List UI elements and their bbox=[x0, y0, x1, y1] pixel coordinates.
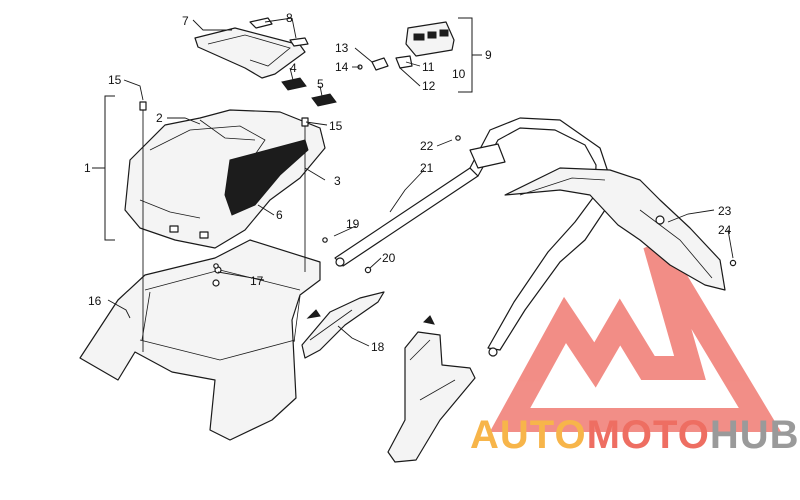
callout-21: 21 bbox=[420, 161, 434, 175]
callout-1: 1 bbox=[84, 161, 91, 175]
svg-text:AUTOMOTOHUB: AUTOMOTOHUB bbox=[470, 413, 800, 457]
callout-15-right: 15 bbox=[329, 119, 343, 133]
grab-bar-tube bbox=[334, 117, 611, 357]
watermark-hub: HUB bbox=[710, 413, 800, 457]
callout-17: 17 bbox=[250, 274, 264, 288]
seat-cover-part bbox=[124, 109, 326, 249]
callout-24: 24 bbox=[718, 223, 732, 237]
watermark-text: AUTOMOTOHUB bbox=[470, 413, 800, 457]
side-panel-part bbox=[387, 315, 476, 463]
hardware-fasteners bbox=[213, 135, 737, 274]
pads-parts bbox=[281, 77, 337, 107]
callout-5: 5 bbox=[317, 77, 324, 91]
rear-fender-part bbox=[504, 167, 726, 291]
callout-14: 14 bbox=[335, 60, 349, 74]
callout-23: 23 bbox=[718, 204, 732, 218]
callout-19: 19 bbox=[346, 217, 360, 231]
callout-2: 2 bbox=[156, 111, 163, 125]
callout-8: 8 bbox=[286, 11, 293, 25]
callout-22: 22 bbox=[420, 139, 434, 153]
support-rods bbox=[139, 101, 309, 352]
watermark-moto: MOTO bbox=[587, 413, 710, 457]
callout-11: 11 bbox=[422, 60, 435, 74]
assembly-brackets bbox=[92, 17, 482, 241]
callout-15-left: 15 bbox=[108, 73, 122, 87]
callout-7: 7 bbox=[182, 14, 189, 28]
callout-20: 20 bbox=[382, 251, 396, 265]
lower-bracket-part bbox=[301, 291, 385, 359]
callout-9: 9 bbox=[485, 48, 492, 62]
callout-18: 18 bbox=[371, 340, 385, 354]
watermark-logo bbox=[489, 238, 782, 432]
plate-bracket-part bbox=[194, 17, 309, 79]
callout-10: 10 bbox=[452, 67, 466, 81]
callout-13: 13 bbox=[335, 41, 349, 55]
callout-16: 16 bbox=[88, 294, 102, 308]
leader-lines bbox=[107, 17, 734, 347]
callout-12: 12 bbox=[422, 79, 436, 93]
callout-labels: 1 2 3 4 5 6 7 8 9 10 11 12 13 14 15 15 1… bbox=[84, 11, 732, 354]
callout-6: 6 bbox=[276, 208, 283, 222]
taillight-assembly bbox=[357, 21, 455, 71]
watermark-auto: AUTO bbox=[470, 413, 587, 457]
rear-body-tub-part bbox=[79, 239, 321, 441]
callout-3: 3 bbox=[334, 174, 341, 188]
callout-4: 4 bbox=[290, 61, 297, 75]
